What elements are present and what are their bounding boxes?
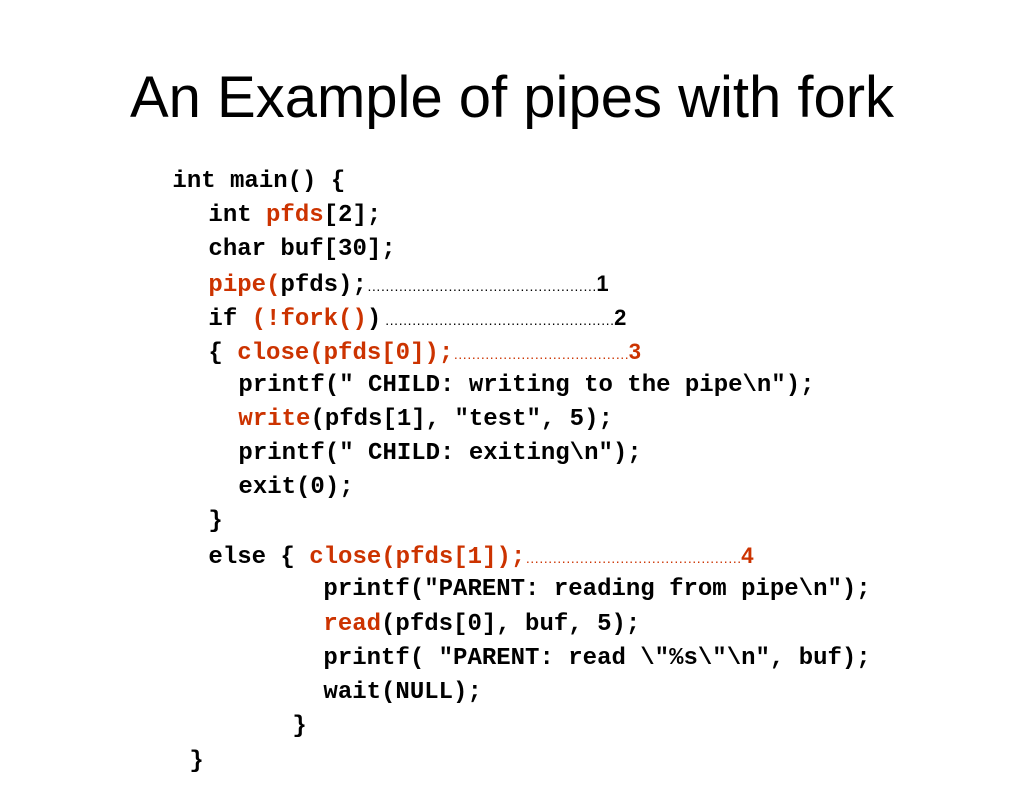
code-text: } [208, 508, 223, 535]
code-text: int [208, 202, 267, 229]
code-line-14: read(pfds[0], buf, 5); [237, 580, 640, 670]
code-highlight: pfds [266, 202, 324, 229]
code-line-10: exit(0); [152, 443, 354, 533]
leader-dots: …………………………………………… [381, 312, 615, 328]
code-text: char buf[30]; [208, 236, 396, 263]
code-text: [2]; [323, 202, 382, 229]
code-line-13: printf("PARENT: reading from pipe\n"); [237, 545, 871, 635]
code-highlight: read [323, 611, 382, 638]
leader-dots: ………………………………… [453, 346, 629, 362]
code-line-11: } [122, 477, 223, 567]
code-text: exit(0); [238, 474, 354, 501]
code-line-2: int pfds[2]; [122, 171, 381, 261]
slide: An Example of pipes with fork int main()… [86, 65, 895, 775]
code-text: (pfds[0], buf, 5); [381, 611, 641, 638]
code-text: wait(NULL); [323, 679, 482, 706]
code-highlight: pipe( [208, 272, 281, 299]
leader-dots: ………………………………………… [525, 550, 742, 566]
code-line-9: printf(" CHILD: exiting\n"); [152, 409, 642, 499]
code-text: if [208, 306, 252, 333]
code-text: } [189, 748, 204, 775]
code-text: } [292, 713, 307, 740]
code-highlight: close(pfds[0]); [237, 340, 454, 367]
code-text: ) [366, 306, 382, 333]
code-line-16: wait(NULL); [237, 648, 482, 738]
code-text: { [208, 340, 238, 367]
code-line-17: } [206, 682, 307, 772]
code-line-5: if (!fork()) ……………………………………………2 [122, 273, 626, 365]
step-number: 2 [614, 305, 627, 330]
leader-dots: …………………………………………… [366, 278, 597, 294]
code-text: (pfds[1], "test", 5); [310, 406, 613, 433]
step-number: 4 [741, 543, 754, 568]
code-line-7: printf(" CHILD: writing to the pipe\n"); [152, 341, 815, 431]
code-block: int main() { int pfds[2]; char buf[30]; … [86, 137, 871, 775]
code-highlight: close(pfds[1]); [309, 544, 526, 571]
code-text: printf("PARENT: reading from pipe\n"); [323, 576, 871, 603]
code-line-3: char buf[30]; [122, 205, 396, 295]
code-highlight: write [238, 406, 311, 433]
code-line-12: else { close(pfds[1]);…………………………………………4 [122, 511, 754, 603]
code-text: int main() { [172, 168, 346, 195]
code-line-8: write(pfds[1], "test", 5); [152, 375, 613, 465]
code-text: printf(" CHILD: writing to the pipe\n"); [238, 372, 815, 399]
code-text: printf( "PARENT: read \"%s\"\n", buf); [323, 645, 871, 672]
slide-title: An Example of pipes with fork [129, 65, 895, 130]
code-line-15: printf( "PARENT: read \"%s\"\n", buf); [237, 614, 871, 704]
code-highlight: (!fork() [251, 306, 367, 333]
code-text: else { [208, 544, 310, 571]
code-line-1: int main() { [86, 137, 345, 227]
step-number: 3 [628, 339, 642, 364]
code-text: printf(" CHILD: exiting\n"); [238, 440, 642, 467]
code-line-4: pipe(pfds);……………………………………………1 [122, 239, 609, 331]
code-line-6: { close(pfds[0]);…………………………………3 [122, 307, 641, 399]
step-number: 1 [596, 271, 609, 296]
code-text: pfds); [280, 272, 367, 299]
code-line-18: } [103, 717, 204, 807]
